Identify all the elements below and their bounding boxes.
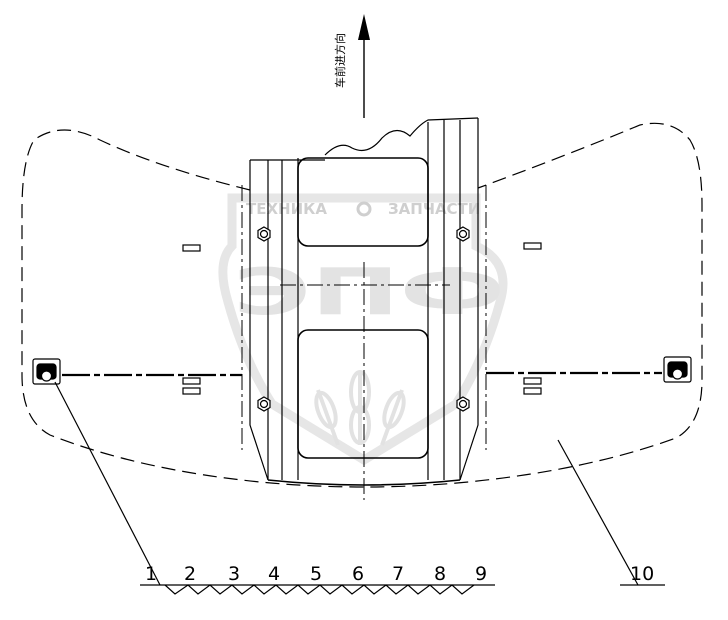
part-label-3: 3 [228,563,240,585]
wheat-icon [314,370,406,446]
bolt-icon [456,396,470,412]
part-label-2: 2 [184,563,196,585]
part-label-9: 9 [475,563,487,585]
part-label-10: 10 [630,563,654,585]
gear-icon [356,201,372,217]
body-outline [21,122,703,488]
clamp-right [663,356,692,383]
watermark-text-left: ТЕХНИКА [246,200,327,218]
part-label-1: 1 [145,563,157,585]
part-labels: 1 2 3 4 5 6 7 8 9 10 [145,563,654,585]
center-lines [241,185,487,500]
slot-marks [182,242,542,395]
leader-lines [54,381,665,595]
part-label-7: 7 [392,563,404,585]
part-label-5: 5 [310,563,322,585]
cables [62,371,662,377]
part-label-8: 8 [434,563,446,585]
direction-arrow [358,14,370,118]
part-label-6: 6 [352,563,364,585]
watermark-logo: ЭПФ [233,256,505,330]
center-panel [249,117,479,486]
watermark-text-right: ЗАПЧАСТИ [388,200,480,218]
bolt-icon [257,396,271,412]
clamp-left [32,358,61,385]
direction-label: 车前进方向 [333,33,347,88]
bolt-icon [456,226,470,242]
part-label-4: 4 [268,563,280,585]
watermark-shield [218,193,508,466]
bolt-icon [257,226,271,242]
bolts [257,226,470,412]
